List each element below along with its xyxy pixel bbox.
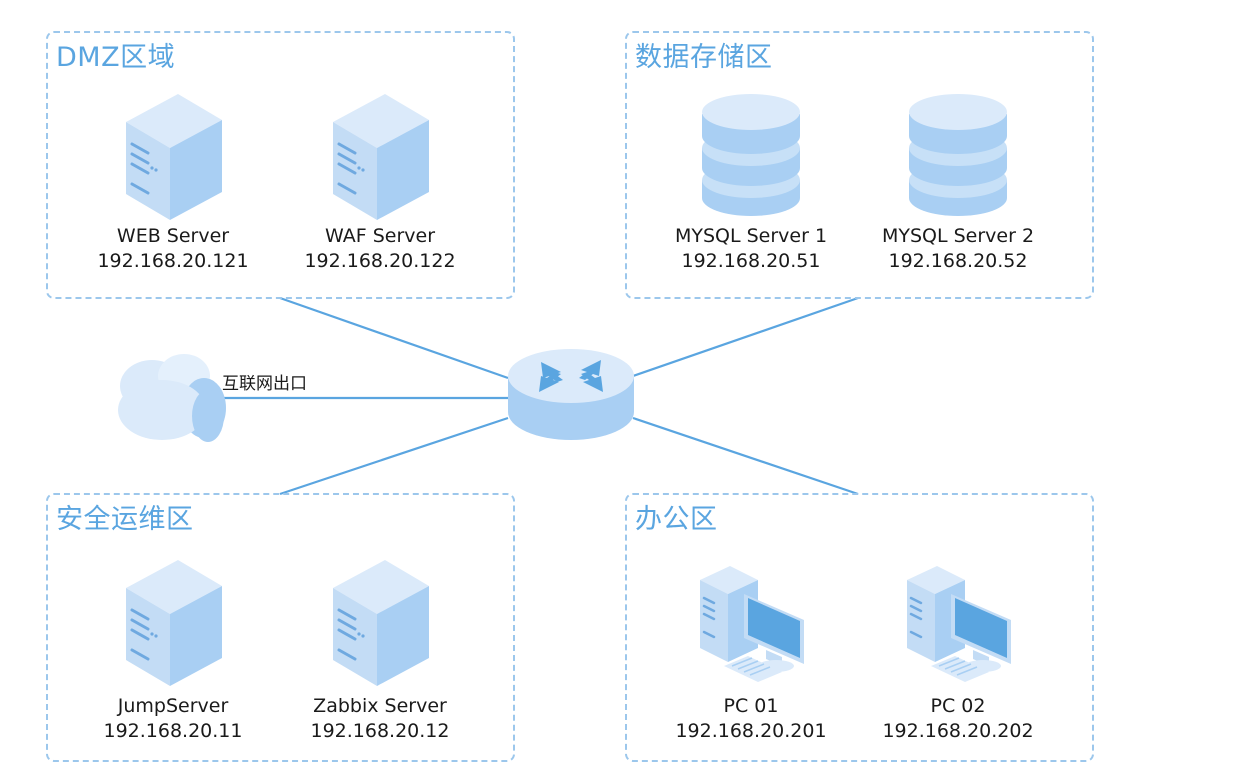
server-icon bbox=[126, 560, 222, 686]
link-office-router bbox=[632, 416, 859, 496]
device-name: PC 01 bbox=[723, 695, 779, 717]
link-storage-router bbox=[632, 296, 859, 378]
device-name: PC 02 bbox=[930, 695, 986, 717]
device-pc-02: PC 02 192.168.20.202 bbox=[858, 554, 1058, 744]
device-web-server: WEB Server 192.168.20.121 bbox=[73, 84, 273, 274]
device-name: MYSQL Server 2 bbox=[881, 225, 1035, 247]
router-icon bbox=[508, 349, 634, 440]
device-zabbix-server: Zabbix Server 192.168.20.12 bbox=[280, 546, 480, 744]
zone-ops: 安全运维区 bbox=[46, 493, 515, 762]
zone-dmz: DMZ区域 bbox=[46, 31, 515, 299]
device-waf-server: WAF Server 192.168.20.122 bbox=[280, 84, 480, 274]
device-jumpserver: JumpServer 192.168.20.11 bbox=[73, 546, 273, 744]
cloud-icon bbox=[118, 354, 226, 442]
device-ip: 192.168.20.122 bbox=[304, 250, 456, 272]
zone-title-office: 办公区 bbox=[635, 504, 718, 535]
device-name: WEB Server bbox=[116, 225, 230, 247]
device-name: WAF Server bbox=[324, 225, 436, 247]
zone-office: 办公区 bbox=[625, 493, 1094, 762]
device-name: MYSQL Server 1 bbox=[674, 225, 828, 247]
server-icon bbox=[333, 94, 429, 220]
zone-title-dmz: DMZ区域 bbox=[56, 42, 176, 73]
zone-title-storage: 数据存储区 bbox=[635, 42, 773, 73]
zone-title-ops: 安全运维区 bbox=[56, 504, 194, 535]
database-icon bbox=[702, 94, 800, 216]
device-ip: 192.168.20.12 bbox=[310, 720, 450, 742]
server-icon bbox=[126, 94, 222, 220]
device-ip: 192.168.20.121 bbox=[97, 250, 249, 272]
link-ops-router bbox=[279, 416, 509, 496]
link-dmz-router bbox=[279, 296, 509, 380]
device-mysql-server-2: MYSQL Server 2 192.168.20.52 bbox=[858, 86, 1058, 274]
device-ip: 192.168.20.11 bbox=[103, 720, 243, 742]
internet-exit-label: 互联网出口 bbox=[222, 374, 307, 394]
device-name: JumpServer bbox=[117, 695, 229, 717]
desktop-pc-icon bbox=[907, 566, 1011, 682]
device-ip: 192.168.20.202 bbox=[882, 720, 1034, 742]
device-ip: 192.168.20.52 bbox=[888, 250, 1028, 272]
device-ip: 192.168.20.201 bbox=[675, 720, 827, 742]
device-pc-01: PC 01 192.168.20.201 bbox=[651, 554, 851, 744]
zone-storage: 数据存储区 bbox=[625, 31, 1094, 299]
server-icon bbox=[333, 560, 429, 686]
database-icon bbox=[909, 94, 1007, 216]
device-mysql-server-1: MYSQL Server 1 192.168.20.51 bbox=[651, 86, 851, 274]
desktop-pc-icon bbox=[700, 566, 804, 682]
device-ip: 192.168.20.51 bbox=[681, 250, 821, 272]
device-name: Zabbix Server bbox=[313, 695, 447, 717]
